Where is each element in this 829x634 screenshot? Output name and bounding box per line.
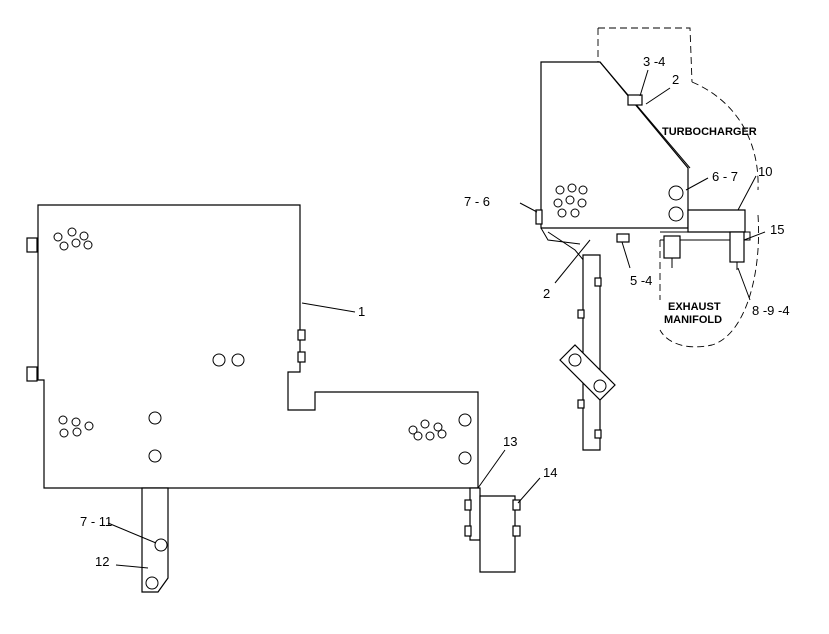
callout-1: 1	[358, 304, 365, 319]
callout-12: 12	[95, 554, 109, 569]
callout-8-9-4: 8 -9 -4	[752, 303, 790, 318]
hole-pattern	[553, 183, 588, 218]
manifold-label: MANIFOLD	[664, 314, 722, 326]
notes: TURBOCHARGER EXHAUST MANIFOLD	[662, 126, 757, 326]
main-heat-shield	[26, 204, 479, 489]
hole-pattern-left-top	[53, 227, 93, 251]
upper-heat-shield	[535, 61, 691, 286]
callout-15: 15	[770, 222, 784, 237]
callout-5-4: 5 -4	[630, 273, 652, 288]
support-leg	[141, 487, 169, 593]
callout-2-lower: 2	[543, 286, 550, 301]
callout-7-6: 7 - 6	[464, 194, 490, 209]
leader-lines	[107, 69, 766, 569]
turbocharger-outline	[597, 27, 759, 191]
callout-3-4: 3 -4	[643, 54, 665, 69]
exhaust-label: EXHAUST	[668, 301, 721, 313]
turbocharger-label: TURBOCHARGER	[662, 126, 757, 138]
callout-10: 10	[758, 164, 772, 179]
callout-13: 13	[503, 434, 517, 449]
hole-pattern-left-bottom	[58, 415, 94, 438]
callout-2-upper: 2	[672, 72, 679, 87]
callout-14: 14	[543, 465, 557, 480]
right-mount-bracket	[464, 487, 521, 573]
center-support-bracket	[559, 254, 616, 451]
callout-6-7: 6 - 7	[712, 169, 738, 184]
hole-pattern-right	[408, 419, 447, 441]
callout-7-11: 7 - 11	[80, 514, 112, 529]
manifold-bracket	[660, 209, 751, 270]
exhaust-manifold-outline	[659, 214, 760, 348]
callouts: 1 3 -4 2 6 - 7 10 7 - 6 15 5 -4 2 8 -9 -…	[80, 54, 790, 569]
